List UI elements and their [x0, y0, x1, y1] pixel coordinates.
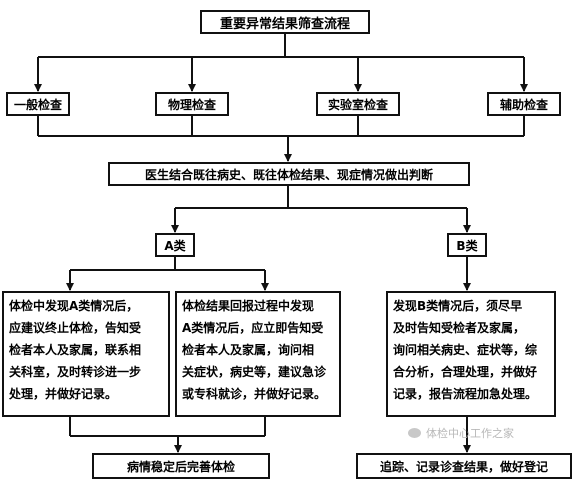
exam-laboratory: 实验室检查	[316, 92, 400, 116]
wechat-logo-icon	[408, 428, 421, 438]
exam-auxiliary: 辅助检查	[487, 92, 561, 116]
b-action-box: 发现B类情况后，须尽早 及时告知受检者及家属， 询问相关病史、症状等，综 合分析…	[386, 291, 556, 417]
a-action-during-exam: 体检中发现A类情况后， 应建议终止体检，告知受 检者本人及家属，联系相 关科室，…	[2, 291, 170, 417]
a-outcome-box: 病情稳定后完善体检	[92, 453, 270, 479]
exam-general: 一般检查	[6, 92, 70, 116]
category-b-box: B类	[447, 233, 487, 257]
category-a-box: A类	[155, 233, 195, 257]
b-outcome-box: 追踪、记录诊查结果，做好登记	[356, 453, 572, 479]
a-action-result-report: 体检结果回报过程中发现 A类情况后，应立即告知受 检者本人及家属，询问相 关症状…	[175, 291, 341, 417]
doctor-judgment-box: 医生结合既往病史、既往体检结果、现症情况做出判断	[108, 162, 470, 186]
watermark: 体检中心工作之家	[408, 425, 514, 441]
exam-physical: 物理检查	[155, 92, 229, 116]
flowchart-title: 重要异常结果筛查流程	[200, 10, 370, 34]
watermark-text: 体检中心工作之家	[426, 427, 514, 440]
